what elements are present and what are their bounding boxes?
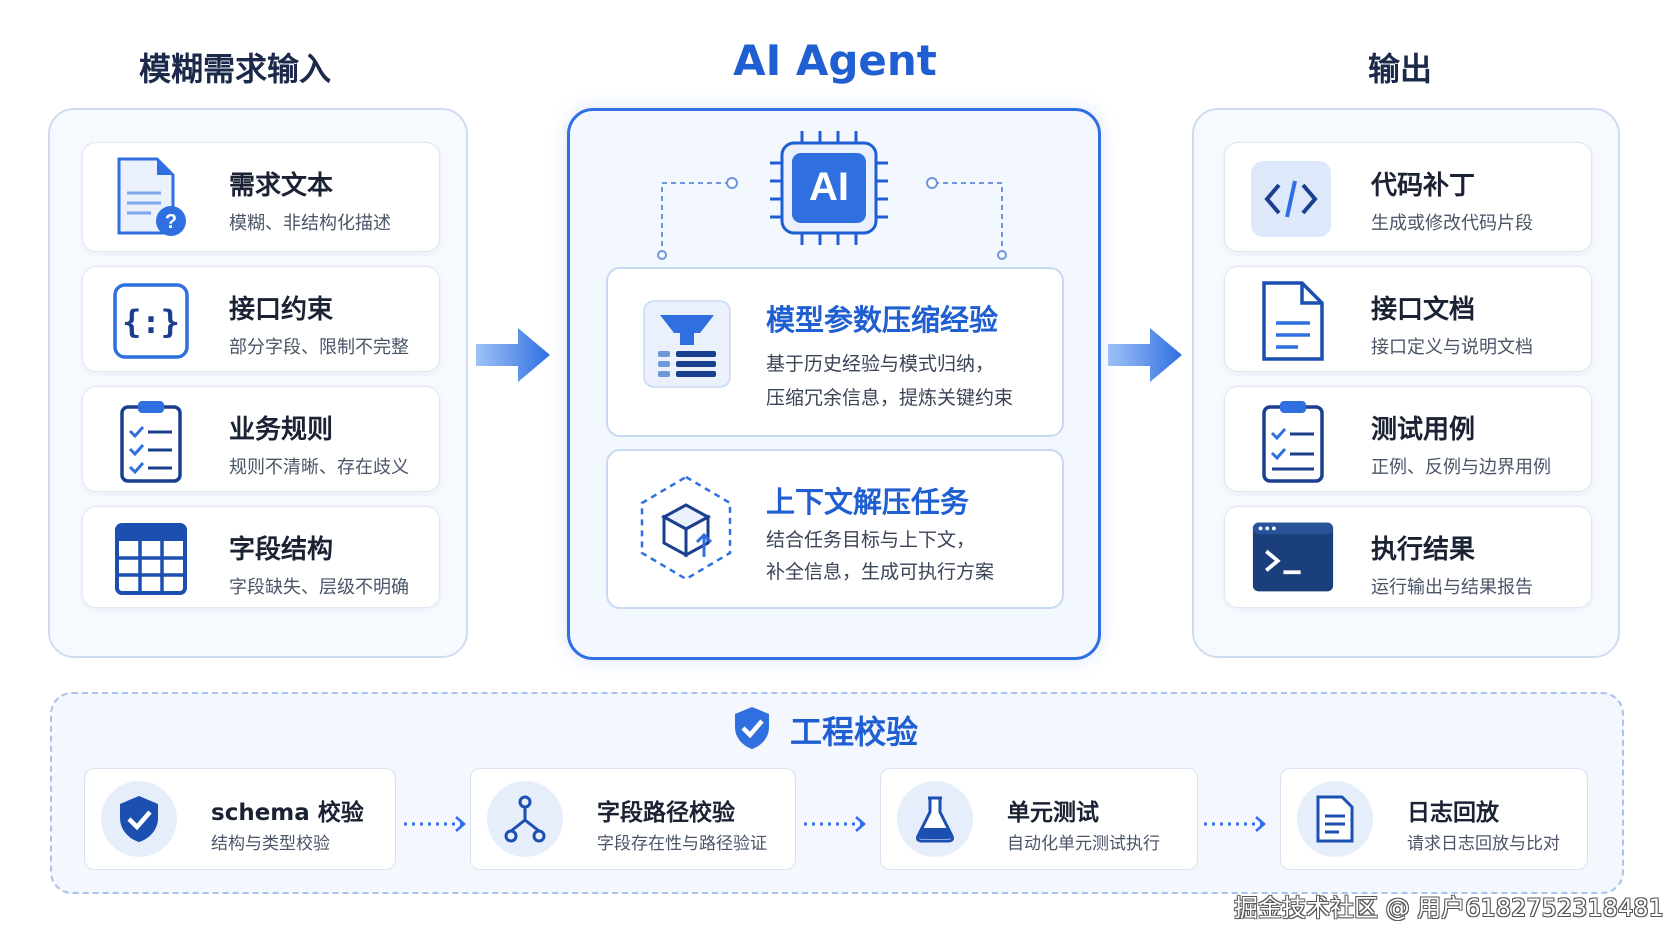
validation-step-schema: schema 校验 结构与类型校验 [84, 768, 396, 870]
input-card-desc: 部分字段、限制不完整 [229, 337, 409, 358]
output-card-title: 执行结果 [1371, 535, 1476, 565]
input-card-requirement-text: ? 需求文本 模糊、非结构化描述 [82, 142, 440, 252]
agent-card-line: 结合任务目标与上下文， [766, 529, 976, 551]
input-card-title: 需求文本 [229, 171, 334, 201]
document-question-icon: ? [109, 155, 193, 239]
svg-text:?: ? [165, 211, 177, 233]
validation-step-log-replay: 日志回放 请求日志回放与比对 [1280, 768, 1588, 870]
shield-check-icon [732, 705, 772, 755]
agent-card-title: 模型参数压缩经验 [766, 303, 999, 337]
validation-step-desc: 结构与类型校验 [211, 834, 330, 854]
validation-step-desc: 请求日志回放与比对 [1407, 834, 1560, 854]
output-card-exec-result: 执行结果 运行输出与结果报告 [1224, 506, 1592, 608]
validation-header: 工程校验 [732, 706, 918, 754]
clipboard-checklist-icon [1251, 399, 1335, 483]
document-icon [1251, 279, 1335, 363]
watermark: 掘金技术社区 @ 用户6182752318481 [1234, 894, 1664, 922]
output-card-api-doc: 接口文档 接口定义与说明文档 [1224, 266, 1592, 372]
input-card-desc: 模糊、非结构化描述 [229, 213, 391, 234]
input-card-desc: 字段缺失、层级不明确 [229, 577, 409, 598]
output-card-desc: 生成或修改代码片段 [1371, 213, 1533, 234]
clipboard-checklist-icon [109, 399, 193, 483]
input-column-title: 模糊需求输入 [138, 50, 331, 88]
input-panel: ? 需求文本 模糊、非结构化描述 {:} 接口约束 部分字段、限制不完整 [48, 108, 468, 658]
output-card-title: 接口文档 [1371, 295, 1476, 325]
dotted-arrow-icon [402, 814, 468, 838]
braces-icon: {:} [109, 279, 193, 363]
output-card-code-patch: 代码补丁 生成或修改代码片段 [1224, 142, 1592, 252]
funnel-icon [642, 299, 732, 393]
branch-path-icon [487, 781, 563, 857]
input-card-title: 业务规则 [229, 415, 334, 445]
terminal-icon [1251, 515, 1335, 599]
validation-step-title: 单元测试 [1007, 800, 1099, 826]
output-panel: 代码补丁 生成或修改代码片段 接口文档 接口定义与说明文档 [1192, 108, 1620, 658]
agent-card-title: 上下文解压任务 [766, 485, 970, 519]
validation-step-unit-test: 单元测试 自动化单元测试执行 [880, 768, 1198, 870]
dotted-arrow-icon [802, 814, 868, 838]
output-card-desc: 运行输出与结果报告 [1371, 577, 1533, 598]
ai-chip-label: AI [809, 165, 849, 209]
output-card-test-cases: 测试用例 正例、反例与边界用例 [1224, 386, 1592, 492]
agent-card-compress: 模型参数压缩经验 基于历史经验与模式归纳， 压缩冗余信息，提炼关键约束 [606, 267, 1064, 437]
validation-step-title: 字段路径校验 [597, 800, 735, 826]
log-document-icon [1297, 781, 1373, 857]
validation-step-desc: 字段存在性与路径验证 [597, 834, 767, 854]
validation-step-desc: 自动化单元测试执行 [1007, 834, 1160, 854]
input-card-desc: 规则不清晰、存在歧义 [229, 457, 409, 478]
agent-card-decompress: 上下文解压任务 结合任务目标与上下文， 补全信息，生成可执行方案 [606, 449, 1064, 609]
output-card-desc: 正例、反例与边界用例 [1371, 457, 1551, 478]
ai-chip-icon: AI [642, 123, 1022, 263]
input-card-title: 接口约束 [229, 295, 334, 325]
box-expand-icon [634, 473, 738, 587]
validation-step-title: 日志回放 [1407, 800, 1499, 826]
output-card-title: 代码补丁 [1371, 171, 1476, 201]
code-icon [1249, 157, 1333, 241]
agent-card-line: 压缩冗余信息，提炼关键约束 [766, 387, 1014, 409]
agent-card-line: 补全信息，生成可执行方案 [766, 561, 995, 583]
arrow-right-icon [476, 326, 552, 388]
arrow-right-icon [1108, 326, 1184, 388]
output-column-title: 输出 [1367, 50, 1432, 88]
shield-check-icon [101, 781, 177, 857]
table-grid-icon [109, 517, 193, 601]
agent-card-line: 基于历史经验与模式归纳， [766, 353, 995, 375]
svg-text:{:}: {:} [122, 303, 180, 341]
validation-title: 工程校验 [790, 713, 919, 751]
input-card-field-structure: 字段结构 字段缺失、层级不明确 [82, 506, 440, 608]
validation-step-title: schema 校验 [211, 800, 364, 826]
input-card-business-rules: 业务规则 规则不清晰、存在歧义 [82, 386, 440, 492]
dotted-arrow-icon [1202, 814, 1268, 838]
output-card-title: 测试用例 [1371, 415, 1476, 445]
input-card-title: 字段结构 [229, 535, 334, 565]
agent-panel: AI 模型参数压缩经验 基于历史经验与模式归纳， 压缩冗余信息，提炼关键约束 [567, 108, 1101, 660]
agent-column-title: AI Agent [733, 36, 937, 85]
validation-panel: 工程校验 schema 校验 结构与类型校验 字段路径校验 字段存在性与路径验证 [50, 692, 1624, 894]
validation-step-field-path: 字段路径校验 字段存在性与路径验证 [470, 768, 796, 870]
output-card-desc: 接口定义与说明文档 [1371, 337, 1533, 358]
input-card-interface-constraints: {:} 接口约束 部分字段、限制不完整 [82, 266, 440, 372]
flask-icon [897, 781, 973, 857]
